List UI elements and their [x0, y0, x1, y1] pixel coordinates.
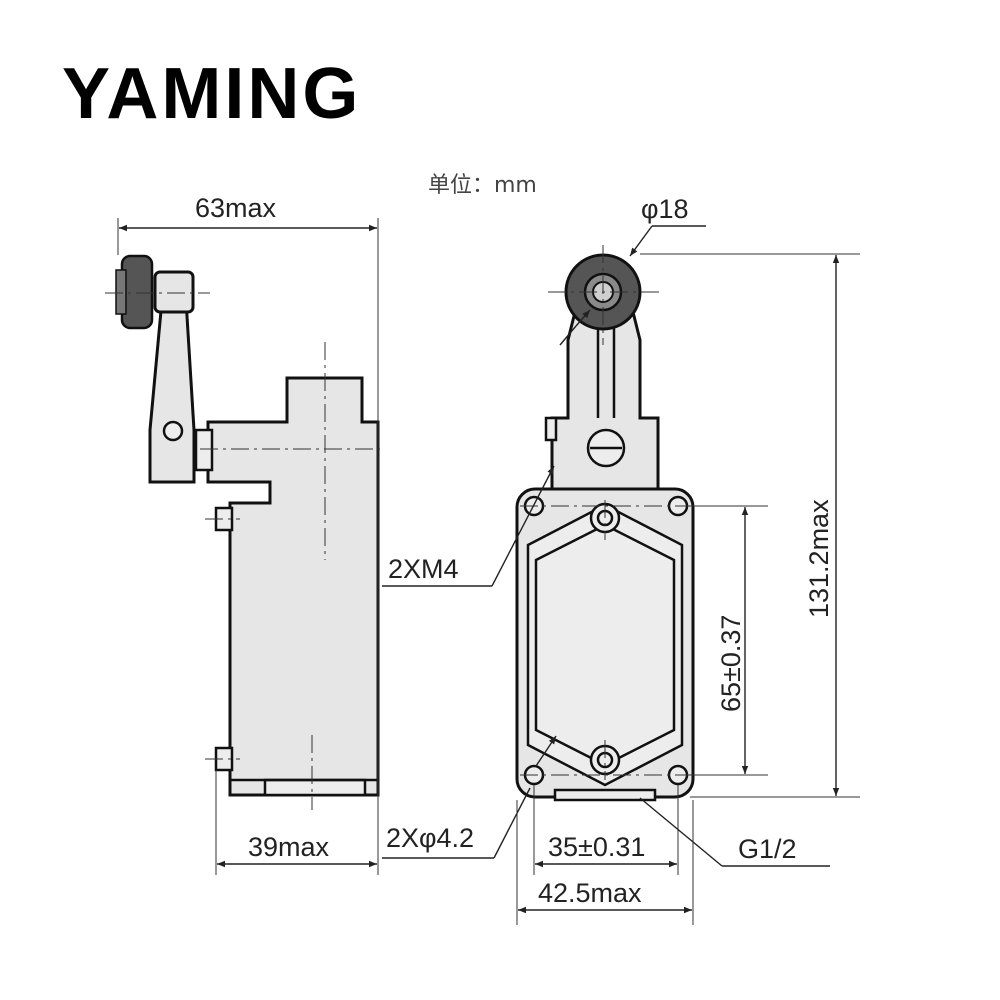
side-view-pivot-screw — [162, 420, 184, 442]
dim-body-width: 42.5max — [538, 878, 642, 908]
dim-mount-screws: 2XM4 — [388, 554, 459, 584]
front-view-conduit-base — [553, 788, 657, 802]
dim-base-depth: 39max — [248, 832, 330, 862]
dim-overall-width: 63max — [195, 193, 277, 223]
side-view — [105, 254, 380, 810]
front-view — [515, 245, 700, 802]
side-view-base-plate — [263, 778, 367, 797]
side-view-body — [206, 376, 380, 797]
brand-logo: YAMING — [62, 54, 362, 134]
dim-hole-spacing-vertical: 65±0.37 — [716, 615, 746, 712]
side-view-shaft-boss — [194, 428, 214, 472]
dim-conduit-thread: G1/2 — [738, 834, 797, 864]
dim-overall-height: 131.2max — [804, 499, 834, 618]
side-view-dimensions: 63max 39max — [117, 193, 379, 875]
side-view-lever-arm — [148, 298, 196, 484]
side-view-lever-head — [153, 270, 195, 314]
dim-roller-diameter: φ18 — [641, 194, 689, 224]
dim-mount-holes: 2Xφ4.2 — [386, 823, 474, 853]
dim-hole-spacing-horizontal: 35±0.31 — [548, 832, 645, 862]
front-view-side-screw — [544, 416, 558, 442]
front-view-dimensions: φ18 131.2max 65±0.37 2XM4 2Xφ4.2 35±0.31… — [382, 194, 860, 925]
unit-label: 单位：mm — [428, 173, 537, 198]
